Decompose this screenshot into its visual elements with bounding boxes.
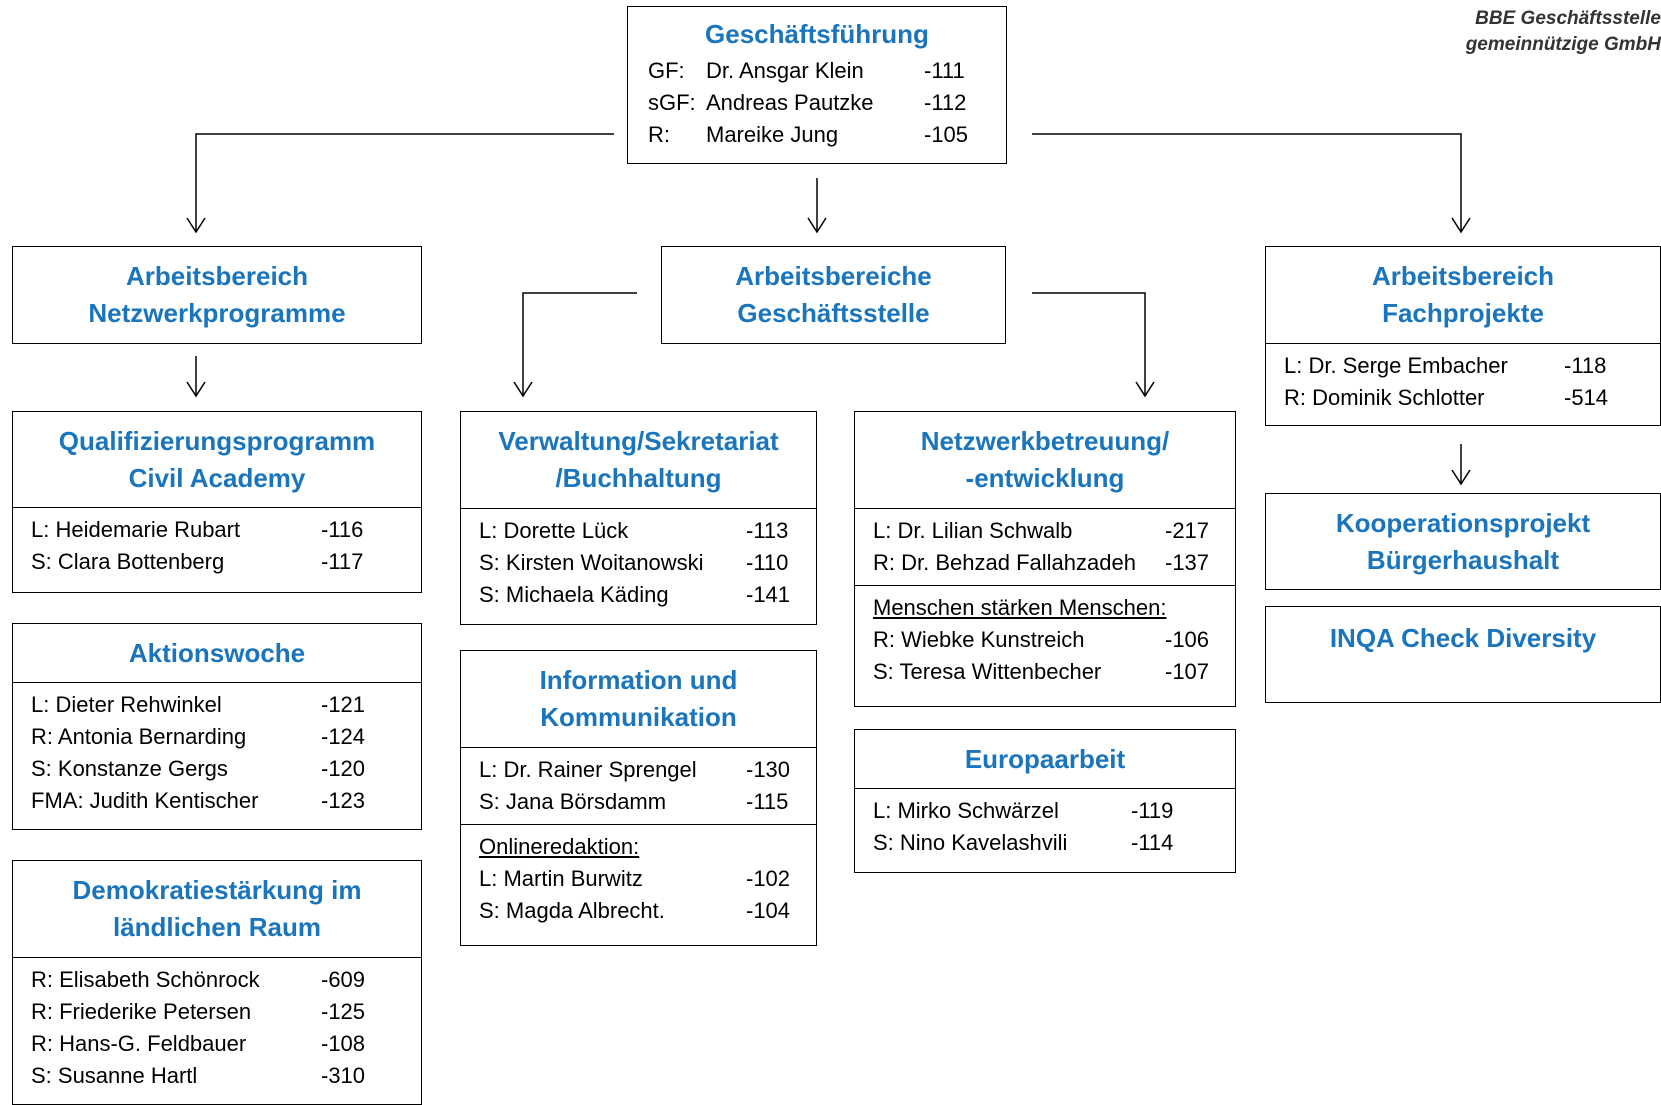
arrowhead (807, 217, 827, 234)
europaarbeit-title: Europaarbeit (964, 743, 1126, 774)
member-row: L: Dorette Lück-113 (479, 518, 789, 543)
member-row: R: Dominik Schlotter-514 (1284, 385, 1609, 410)
netzwerkbetreuung-box: Netzwerkbetreuung/-entwicklung L: Dr. Li… (854, 411, 1236, 707)
arrowhead (1135, 381, 1155, 398)
arrowhead (1451, 469, 1471, 486)
member-row: L: Dr. Rainer Sprengel-130 (479, 757, 791, 782)
demokratie-members: R: Elisabeth Schönrock-609 R: Friederike… (13, 957, 421, 1098)
member-row: S: Jana Börsdamm-115 (479, 789, 789, 814)
aktionswoche-title: Aktionswoche (128, 637, 306, 668)
europaarbeit-members: L: Mirko Schwärzel-119 S: Nino Kavelashv… (855, 788, 1235, 865)
verwaltung-members: L: Dorette Lück-113 S: Kirsten Woitanows… (461, 508, 816, 617)
information-members: L: Dr. Rainer Sprengel-130 S: Jana Börsd… (461, 747, 816, 824)
member-row: R:Mareike Jung-105 (648, 122, 969, 147)
connector-gs-netzwerkbetreuung (1032, 292, 1146, 396)
connector-gf-netzwerkprogramme (195, 133, 614, 232)
member-row: L: Heidemarie Rubart-116 (31, 517, 364, 542)
member-row: L: Dr. Serge Embacher-118 (1284, 353, 1607, 378)
arrowhead (513, 381, 533, 398)
geschaeftsfuehrung-box: Geschäftsführung GF:Dr. Ansgar Klein-111… (627, 6, 1007, 164)
member-row: sGF:Andreas Pautzke-112 (648, 90, 967, 115)
member-row: S: Michaela Käding-141 (479, 582, 791, 607)
member-row: L: Martin Burwitz-102 (479, 866, 791, 891)
member-row: R: Friederike Petersen-125 (31, 999, 366, 1024)
verwaltung-title: Verwaltung/Sekretariat/Buchhaltung (498, 426, 779, 493)
member-row: S: Nino Kavelashvili-114 (873, 830, 1174, 855)
aktionswoche-members: L: Dieter Rehwinkel-121 R: Antonia Berna… (13, 682, 421, 823)
europaarbeit-box: Europaarbeit L: Mirko Schwärzel-119 S: N… (854, 729, 1236, 873)
logo-line-2: gemeinnützige GmbH (1465, 34, 1661, 55)
onlineredaktion-section: Onlineredaktion: L: Martin Burwitz-102 S… (461, 824, 816, 933)
member-row: R: Hans-G. Feldbauer-108 (31, 1031, 366, 1056)
member-row: L: Dr. Lilian Schwalb-217 (873, 518, 1210, 543)
member-row: S: Magda Albrecht.-104 (479, 898, 791, 923)
member-row: R: Wiebke Kunstreich-106 (873, 627, 1210, 652)
geschaeftsfuehrung-title: Geschäftsführung (705, 18, 929, 49)
member-row: R: Antonia Bernarding-124 (31, 724, 366, 749)
member-row: L: Mirko Schwärzel-119 (873, 798, 1174, 823)
inqa-box: INQA Check Diversity (1265, 606, 1661, 703)
arrowhead (186, 381, 206, 398)
member-row: GF:Dr. Ansgar Klein-111 (648, 58, 965, 83)
member-row: S: Susanne Hartl-310 (31, 1063, 366, 1088)
connector-gf-fachprojekte (1032, 133, 1462, 232)
logo-line-1: BBE Geschäftsstelle (1475, 8, 1661, 29)
connector-gs-verwaltung (522, 292, 637, 396)
member-row: FMA: Judith Kentischer-123 (31, 788, 366, 813)
member-row: L: Dieter Rehwinkel-121 (31, 692, 366, 717)
civil-academy-members: L: Heidemarie Rubart-116 S: Clara Botten… (13, 507, 421, 584)
fachprojekte-members: L: Dr. Serge Embacher-118 R: Dominik Sch… (1266, 343, 1660, 420)
menschen-staerken-menschen-section: Menschen stärken Menschen: R: Wiebke Kun… (855, 585, 1235, 694)
netzwerkbetreuung-title: Netzwerkbetreuung/-entwicklung (920, 426, 1170, 493)
netzwerkbetreuung-members: L: Dr. Lilian Schwalb-217 R: Dr. Behzad … (855, 508, 1235, 585)
onlineredaktion-title: Onlineredaktion: (479, 834, 640, 859)
arrowhead (186, 217, 206, 234)
member-row: R: Elisabeth Schönrock-609 (31, 967, 366, 992)
company-logo: BBE Geschäftsstelle gemeinnützige GmbH (1466, 6, 1661, 58)
geschaeftsfuehrung-members: GF:Dr. Ansgar Klein-111 sGF:Andreas Paut… (628, 55, 1006, 151)
inqa-title: INQA Check Diversity (1329, 622, 1597, 653)
member-row: S: Kirsten Woitanowski-110 (479, 550, 789, 575)
member-row: S: Clara Bottenberg-117 (31, 549, 364, 574)
aktionswoche-box: Aktionswoche L: Dieter Rehwinkel-121 R: … (12, 623, 422, 830)
verwaltung-box: Verwaltung/Sekretariat/Buchhaltung L: Do… (460, 411, 817, 625)
member-row: R: Dr. Behzad Fallahzadeh-137 (873, 550, 1210, 575)
member-row: S: Konstanze Gergs-120 (31, 756, 366, 781)
member-row: S: Teresa Wittenbecher-107 (873, 659, 1210, 684)
arrowhead (1451, 217, 1471, 234)
menschen-staerken-menschen-title: Menschen stärken Menschen: (873, 595, 1167, 620)
